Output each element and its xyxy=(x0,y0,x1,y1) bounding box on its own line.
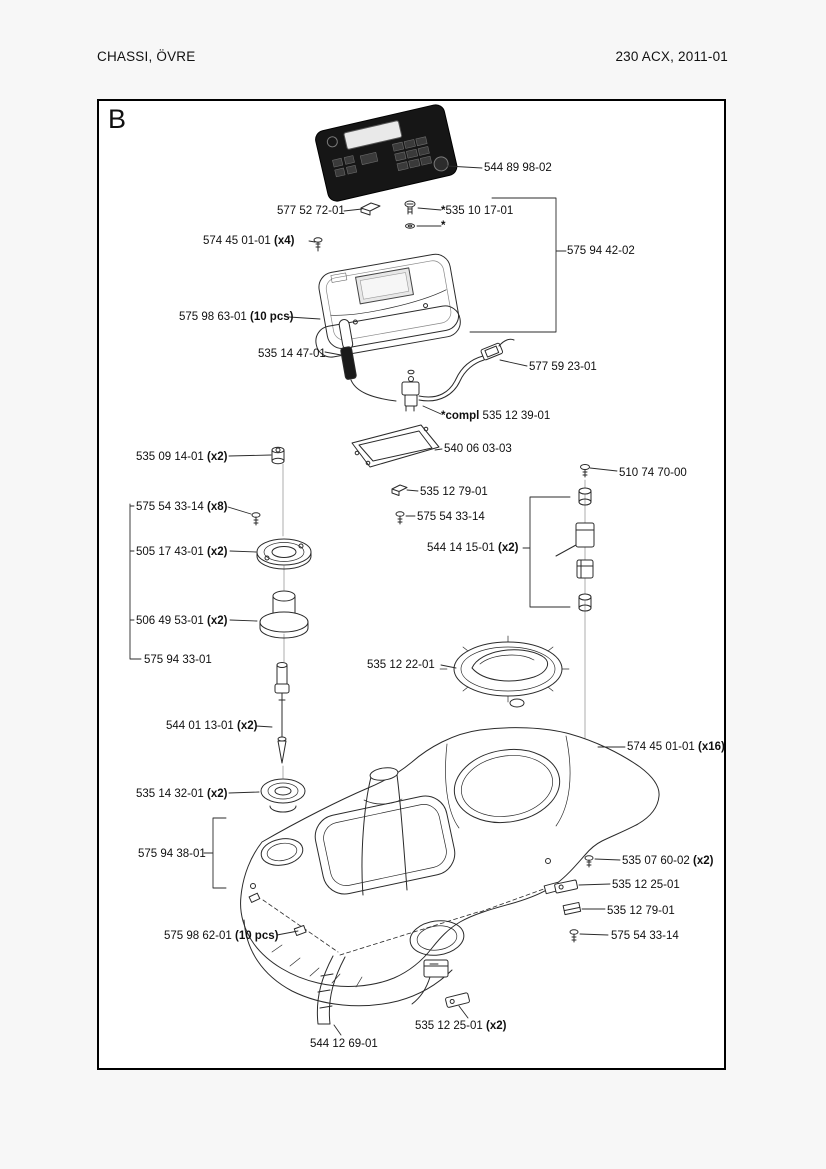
header-left-title: CHASSI, ÖVRE xyxy=(97,49,196,64)
part-label: 544 01 13-01 (x2) xyxy=(166,720,258,732)
part-label: 575 94 42-02 xyxy=(567,245,635,257)
part-label: *compl 535 12 39-01 xyxy=(441,410,551,422)
part-label: 535 12 25-01 (x2) xyxy=(415,1020,507,1032)
part-label: 510 74 70-00 xyxy=(619,467,687,479)
part-label: 506 49 53-01 (x2) xyxy=(136,615,228,627)
part-label: 535 14 32-01 (x2) xyxy=(136,788,228,800)
part-label: 540 06 03-03 xyxy=(444,443,512,455)
part-label: 575 98 63-01 (10 pcs) xyxy=(179,311,294,323)
part-label: 505 17 43-01 (x2) xyxy=(136,546,228,558)
part-label: *535 10 17-01 xyxy=(441,205,514,217)
header-right-title: 230 ACX, 2011-01 xyxy=(615,49,728,64)
section-letter: B xyxy=(108,104,127,134)
part-label: 575 54 33-14 (x8) xyxy=(136,501,228,513)
part-label: 535 14 47-01 xyxy=(258,348,326,360)
part-label: 535 07 60-02 (x2) xyxy=(622,855,714,867)
part-label: 575 94 33-01 xyxy=(144,654,212,666)
part-label: 544 12 69-01 xyxy=(310,1038,378,1050)
part-label: 535 09 14-01 (x2) xyxy=(136,451,228,463)
part-label: 575 54 33-14 xyxy=(417,511,485,523)
part-label: 544 89 98-02 xyxy=(484,162,552,174)
part-label: * xyxy=(441,220,446,232)
part-label: 577 52 72-01 xyxy=(277,205,345,217)
part-label: 535 12 22-01 xyxy=(367,659,435,671)
part-label: 575 94 38-01 xyxy=(138,848,206,860)
part-label: 575 98 62-01 (10 pcs) xyxy=(164,930,279,942)
part-label: 535 12 25-01 xyxy=(612,879,680,891)
part-label: 535 12 79-01 xyxy=(420,486,488,498)
part-label: 575 54 33-14 xyxy=(611,930,679,942)
part-label: 574 45 01-01 (x4) xyxy=(203,235,295,247)
part-label: 535 12 79-01 xyxy=(607,905,675,917)
part-label: 574 45 01-01 (x16) xyxy=(627,741,725,753)
part-label: 577 59 23-01 xyxy=(529,361,597,373)
part-label: 544 14 15-01 (x2) xyxy=(427,542,519,554)
